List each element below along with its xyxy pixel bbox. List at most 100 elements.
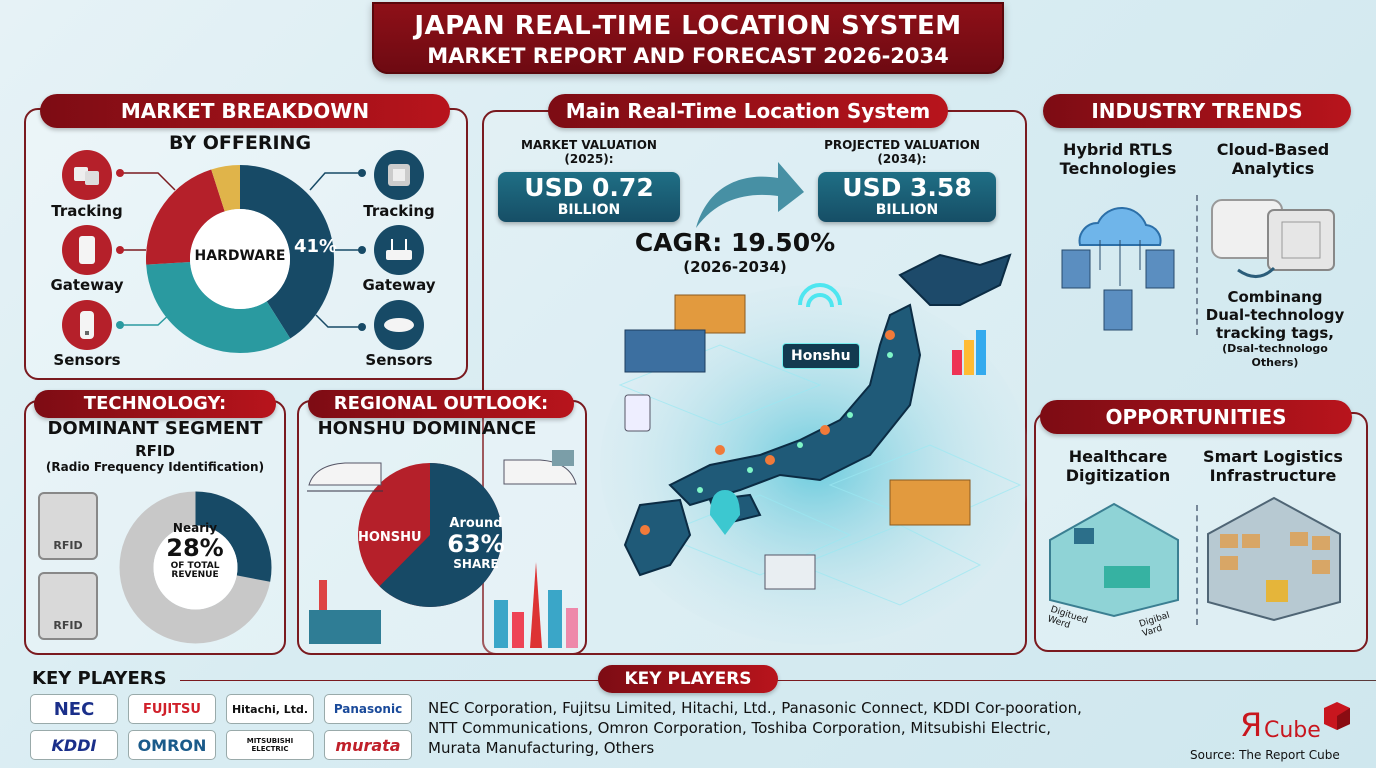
rfid-tag-text: RFID	[53, 539, 83, 552]
brand-glyph: Я	[1240, 706, 1263, 744]
valuation-2034-title: PROJECTED VALUATION	[824, 138, 980, 152]
dual-tracking-tags-icon	[1208, 192, 1343, 282]
footer-divider-line	[1180, 680, 1376, 681]
rfid-center-line-3: REVENUE	[171, 570, 219, 580]
ceiling-sensor-icon	[374, 300, 424, 350]
key-players-heading: KEY PLAYERS	[32, 668, 167, 689]
rfid-center-line-2: OF TOTAL	[170, 561, 220, 571]
dual-tech-text: Combinang Dual-technology tracking tags,…	[1190, 288, 1360, 370]
cloud-analytics-title: Cloud-Based Analytics	[1216, 140, 1330, 178]
honshu-map-callout: Honshu	[782, 343, 860, 369]
cagr-value: CAGR: 19.50%	[634, 228, 836, 257]
trends-divider	[1196, 195, 1198, 335]
gateway-device-icon	[62, 225, 112, 275]
offering-connector-lines	[116, 169, 366, 331]
right-sensors-label: Sensors	[365, 351, 433, 369]
dual-tech-line-2: Dual-technology	[1205, 306, 1345, 324]
report-cube-logo: Я Cube	[1240, 700, 1360, 748]
rfid-center-line-1: Neariy	[172, 521, 218, 535]
valuation-2034-value: USD 3.58	[842, 173, 972, 202]
offering-donut-chart	[145, 164, 335, 354]
dominant-segment-subtitle: DOMINANT SEGMENT	[47, 418, 263, 439]
healthcare-title: Healthcare Digitization	[1065, 447, 1171, 485]
by-offering-subtitle: BY OFFERING	[168, 132, 312, 154]
logo-fujitsu: FUJITSU	[128, 694, 216, 724]
title-line-1: JAPAN REAL-TIME LOCATION SYSTEM	[414, 11, 962, 41]
key-players-list: NEC Corporation, Fujitsu Limited, Hitach…	[428, 699, 1082, 757]
growth-arrow-icon	[688, 150, 808, 230]
brand-name: Cube	[1264, 718, 1321, 743]
left-gateway-label: Gateway	[50, 276, 124, 294]
bullet-train-icon	[305, 455, 385, 495]
honshu-slice-label: HONSHU	[358, 530, 422, 545]
rfid-segment-label: RFID	[135, 442, 175, 460]
title-line-2: MARKET REPORT AND FORECAST 2026-2034	[427, 44, 949, 68]
japan-network-map-illustration	[600, 235, 1030, 645]
source-credit: Source: The Report Cube	[1190, 748, 1340, 762]
opportunities-pill: OPPORTUNITIES	[1040, 400, 1352, 434]
rfid-donut-chart	[118, 490, 273, 645]
share-line-1: Around	[449, 516, 503, 531]
technology-pill: TECHNOLOGY:	[34, 390, 276, 418]
valuation-2025-title: MARKET VALUATION	[521, 138, 657, 152]
left-sensors-label: Sensors	[53, 351, 121, 369]
valuation-2025-year: (2025):	[564, 152, 614, 166]
hardware-label: HARDWARE	[194, 248, 286, 264]
rfid-tag-icon: RFID	[38, 492, 98, 560]
tokyo-skyline-icon	[490, 560, 582, 648]
valuation-2034-label: PROJECTED VALUATION (2034):	[812, 138, 992, 166]
sensor-device-icon	[62, 300, 112, 350]
bullet-train-icon-2	[500, 450, 580, 495]
smart-logistics-title: Smart Logistics Infrastructure	[1203, 447, 1343, 485]
valuation-2025-unit: BILLION	[557, 202, 621, 218]
logo-murata: murata	[324, 730, 412, 760]
warehouse-illustration	[1204, 494, 1344, 624]
valuation-2034-year: (2034):	[877, 152, 927, 166]
rfid-tag-icon-2: RFID	[38, 572, 98, 640]
rfid-center-text: Neariy 28% OF TOTAL REVENUE	[155, 522, 235, 580]
valuation-2025-label: MARKET VALUATION (2025):	[500, 138, 678, 166]
dual-tech-line-3: tracking tags,	[1216, 324, 1334, 342]
market-breakdown-pill: MARKET BREAKDOWN	[40, 94, 450, 128]
report-title-banner: JAPAN REAL-TIME LOCATION SYSTEM MARKET R…	[372, 2, 1004, 74]
logo-mitsubishi: MITSUBISHI ELECTRIC	[226, 730, 314, 760]
valuation-2025-value: USD 0.72	[524, 173, 654, 202]
regional-share-text: Around 63% SHARE	[440, 517, 512, 570]
logo-grid: NEC FUJITSU Hitachi, Ltd. Panasonic KDDI…	[30, 694, 414, 760]
router-icon	[374, 225, 424, 275]
share-line-2: SHARE	[453, 557, 499, 571]
rfid-tag-text-2: RFID	[53, 619, 83, 632]
industry-trends-pill: INDUSTRY TRENDS	[1043, 94, 1351, 128]
tracking-tag-icon-right	[374, 150, 424, 200]
dual-tech-line-1: Combinang	[1227, 288, 1323, 306]
hardware-percent: 41%	[294, 236, 338, 257]
valuation-2034-box: USD 3.58 BILLION	[818, 172, 996, 222]
rfid-full-name: (Radio Frequency Identification)	[45, 460, 265, 474]
right-gateway-label: Gateway	[362, 276, 436, 294]
dual-tech-line-4: (Dsal-technologo	[1222, 342, 1328, 355]
main-rtls-pill: Main Real-Time Location System	[548, 94, 948, 128]
honshu-dominance-subtitle: HONSHU DOMINANCE	[317, 418, 537, 439]
rfid-center-percent: 28%	[166, 534, 224, 562]
opportunities-divider	[1196, 505, 1198, 625]
hospital-room-illustration	[1044, 500, 1184, 620]
logo-omron: OMRON	[128, 730, 216, 760]
left-tracking-label: Tracking	[51, 202, 123, 220]
tracking-tag-icon	[62, 150, 112, 200]
key-players-pill: KEY PLAYERS	[598, 665, 778, 693]
valuation-2034-unit: BILLION	[875, 202, 939, 218]
valuation-2025-box: USD 0.72 BILLION	[498, 172, 680, 222]
logo-hitachi: Hitachi, Ltd.	[226, 694, 314, 724]
cloud-server-icon	[1060, 190, 1180, 340]
regional-pill: REGIONAL OUTLOOK:	[308, 390, 574, 418]
logo-panasonic: Panasonic	[324, 694, 412, 724]
share-percent: 63%	[447, 530, 505, 558]
dual-tech-line-5: Others)	[1251, 356, 1299, 369]
logo-kddi: KDDI	[30, 730, 118, 760]
logo-nec: NEC	[30, 694, 118, 724]
factory-icon	[305, 570, 385, 645]
regional-pie-chart	[355, 460, 505, 610]
hybrid-rtls-title: Hybrid RTLS Technologies	[1059, 140, 1177, 178]
cagr-period: (2026-2034)	[683, 258, 787, 276]
right-tracking-label: Tracking	[363, 202, 435, 220]
